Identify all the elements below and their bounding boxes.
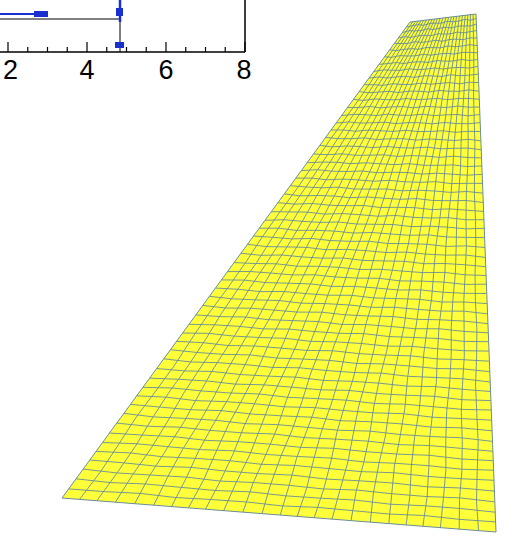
axis-minor-tick	[27, 47, 28, 52]
mesh	[62, 14, 496, 532]
mesh-line	[170, 350, 489, 372]
mesh-line	[307, 162, 482, 167]
mesh-line	[157, 369, 491, 392]
mesh-line	[342, 114, 480, 116]
mesh-line	[473, 14, 478, 530]
mesh-line	[314, 154, 482, 158]
mesh-line	[296, 178, 483, 184]
mesh-line	[440, 15, 468, 528]
mesh-line	[385, 52, 478, 57]
mesh-line	[243, 19, 438, 513]
mesh-line	[320, 145, 481, 149]
axis-minor-tick	[146, 47, 147, 52]
mesh-line	[459, 15, 470, 529]
mesh-line	[278, 203, 484, 212]
axis-minor-tick	[126, 47, 127, 52]
mesh-line	[183, 333, 489, 351]
axis-tick	[7, 42, 8, 52]
mesh-line	[188, 20, 429, 508]
axis-minor-tick	[106, 47, 107, 52]
axis-minor-tick	[185, 47, 186, 52]
mesh-line	[284, 194, 483, 203]
mesh-line	[379, 60, 478, 65]
mesh-line	[336, 122, 480, 124]
mesh-line	[290, 186, 483, 193]
mesh-line	[189, 324, 489, 341]
mesh-line	[259, 228, 484, 237]
mesh-line	[143, 387, 491, 410]
mesh-line	[203, 305, 488, 323]
mesh-line	[326, 137, 481, 140]
axis-tick	[244, 42, 245, 52]
mesh-line	[131, 404, 493, 430]
axis-minor-tick	[67, 47, 68, 52]
axis-tick-label: 4	[79, 57, 94, 84]
mesh-line	[135, 21, 421, 504]
mesh-line	[331, 130, 481, 132]
mesh-line	[394, 38, 477, 44]
mesh-line	[398, 31, 476, 38]
mesh-line	[359, 90, 479, 93]
mesh-line	[390, 45, 478, 51]
mesh-line	[265, 220, 484, 229]
mesh-line	[364, 82, 478, 85]
axis-minor-tick	[205, 47, 206, 52]
axis-tick	[86, 42, 87, 52]
mesh-line	[406, 16, 462, 525]
mesh-line	[97, 21, 416, 500]
inset-plot	[0, 0, 245, 52]
mesh-line	[150, 378, 491, 401]
mesh-line	[353, 98, 479, 100]
mesh-line	[348, 106, 480, 108]
mesh-line	[241, 253, 486, 266]
axis-minor-tick	[47, 47, 48, 52]
axis-tick-label: 2	[3, 57, 18, 84]
mesh-line	[83, 469, 495, 502]
mesh-line	[271, 212, 484, 220]
mesh-line	[137, 396, 492, 420]
mesh-line	[374, 66, 478, 71]
mesh-line	[216, 288, 488, 304]
axis-minor-tick	[225, 47, 226, 52]
mesh-line	[196, 315, 488, 333]
mesh-line	[209, 296, 487, 314]
axis-tick-label: 8	[236, 57, 251, 84]
mesh-line	[90, 460, 495, 491]
axis-tick	[165, 42, 166, 52]
mesh-line	[76, 479, 495, 512]
mesh-line	[177, 341, 490, 361]
mesh-line	[402, 24, 476, 33]
mesh-line	[254, 236, 486, 248]
axis-tick-label: 6	[158, 57, 173, 84]
mesh-line	[69, 489, 496, 522]
mesh-line	[301, 170, 482, 176]
mesh-line	[369, 74, 478, 78]
mesh-line	[164, 359, 490, 382]
